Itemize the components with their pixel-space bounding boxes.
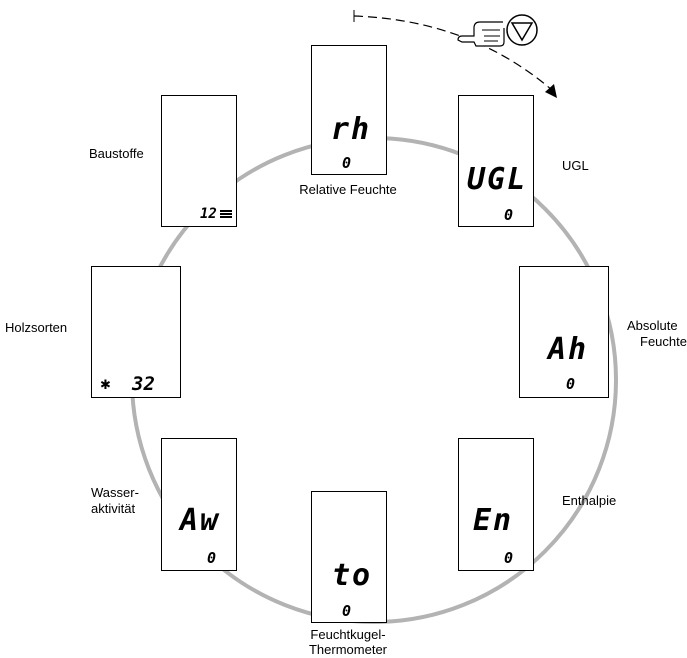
display-aw-code: Aw xyxy=(180,503,221,538)
display-holz-value: 32 xyxy=(132,373,155,395)
label-to-line2: Thermometer xyxy=(308,642,388,657)
display-to-value: 0 xyxy=(342,602,352,620)
label-ugl: UGL xyxy=(562,158,589,173)
label-to: Feuchtkugel- Thermometer xyxy=(288,627,408,657)
label-holz: Holzsorten xyxy=(5,320,68,335)
display-ah: Ah 0 xyxy=(519,266,609,398)
display-to: to 0 xyxy=(311,491,387,623)
display-en: En 0 xyxy=(458,438,534,571)
display-bau-value: 12 xyxy=(200,206,217,222)
label-rh: Relative Feuchte xyxy=(299,182,397,197)
label-en: Enthalpie xyxy=(562,493,617,508)
label-aw: Wasser- aktivität xyxy=(91,485,139,517)
brick-icon xyxy=(220,210,232,218)
display-ah-code: Ah xyxy=(548,332,589,367)
label-aw-line2: aktivität xyxy=(91,501,136,516)
display-ugl: UGL 0 xyxy=(458,95,534,227)
pointing-hand-icon xyxy=(457,21,505,47)
label-to-line1: Feuchtkugel- xyxy=(310,627,386,642)
display-to-code: to xyxy=(332,558,373,593)
display-rh-code: rh xyxy=(331,112,372,147)
display-holz: ✱ 32 xyxy=(91,266,181,398)
display-en-value: 0 xyxy=(504,549,514,567)
cycle-direction-arrow xyxy=(353,10,557,98)
display-ah-value: 0 xyxy=(566,375,576,393)
display-aw-value: 0 xyxy=(207,549,217,567)
tree-icon: ✱ xyxy=(100,377,111,392)
display-en-code: En xyxy=(473,503,514,538)
down-button-icon xyxy=(506,14,538,46)
label-ah-line2: Feuchte xyxy=(640,334,687,349)
label-bau: Baustoffe xyxy=(89,146,144,161)
display-rh: rh 0 xyxy=(311,45,387,175)
display-aw: Aw 0 xyxy=(161,438,237,571)
label-ah-line1: Absolute xyxy=(627,318,678,333)
label-aw-line1: Wasser- xyxy=(91,485,139,500)
display-bau: 12 xyxy=(161,95,237,227)
label-ah: Absolute Feuchte xyxy=(627,318,687,350)
display-ugl-code: UGL xyxy=(467,162,528,197)
display-ugl-value: 0 xyxy=(504,206,514,224)
display-rh-value: 0 xyxy=(342,154,352,172)
